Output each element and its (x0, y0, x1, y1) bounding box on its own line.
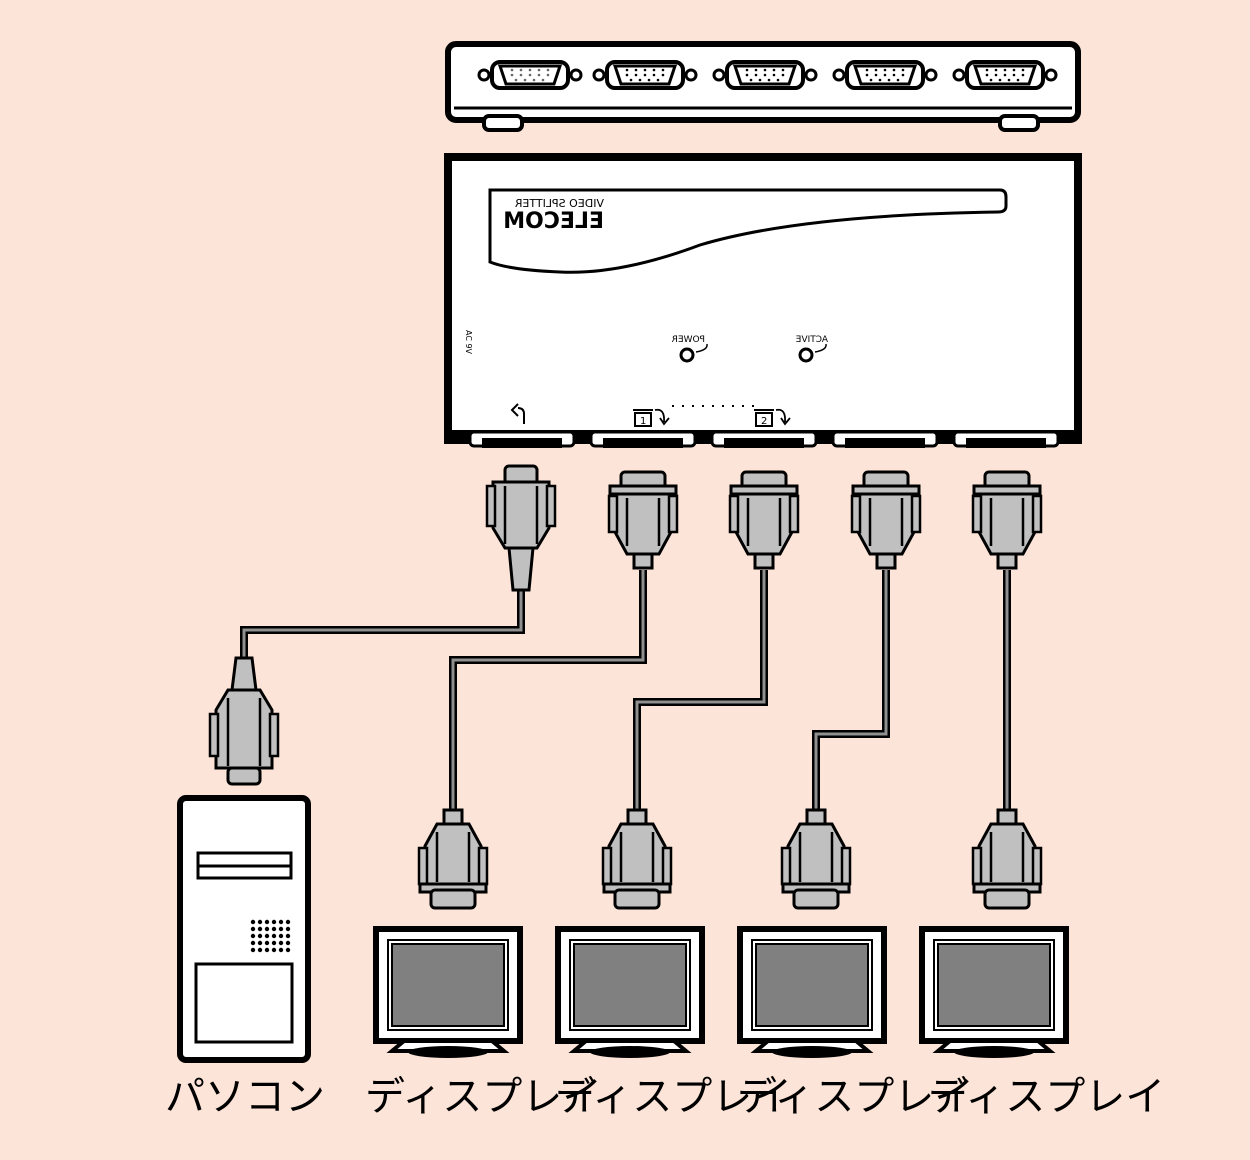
active-label: ACTIVE (795, 335, 828, 345)
crt-monitor-icon (919, 926, 1069, 1058)
input-arrow-icon (510, 403, 525, 424)
display-label-4: ディスプレイ (928, 1074, 1165, 1120)
vga-plug-icon (971, 808, 1043, 910)
brand-logo: ELECOM (503, 209, 604, 234)
vga-plug-icon (607, 470, 679, 570)
product-name: VIDEO SPLITTER (514, 197, 604, 210)
output-2-icon: 2 (754, 408, 791, 427)
vga-port-icon (952, 60, 1058, 90)
svg-text:1: 1 (640, 416, 646, 427)
display-label-1: ディスプレイ (365, 1074, 602, 1120)
cables (240, 570, 1011, 812)
svg-text:2: 2 (761, 416, 767, 427)
vga-cable (449, 570, 647, 812)
crt-monitor-icon (373, 926, 523, 1058)
logo-plate (488, 188, 1008, 274)
active-led-icon (798, 343, 827, 363)
display-label-3: ディスプレイ (737, 1074, 974, 1120)
crt-monitor-icon (555, 926, 705, 1058)
vga-plug-icon (417, 808, 489, 910)
vga-plug-icon (208, 656, 280, 786)
display-label-2: ディスプレイ (555, 1074, 792, 1120)
dc-input-label: AC 9V (464, 330, 473, 355)
vga-cable (812, 570, 890, 812)
vga-plug-icon (601, 808, 673, 910)
vga-plug-icon (971, 470, 1043, 570)
vga-cable (240, 590, 525, 660)
splitter-rear-panel (445, 41, 1081, 132)
vga-port-icon (592, 60, 698, 90)
vga-port-icon (832, 60, 938, 90)
vga-plug-icon (850, 470, 922, 570)
vga-plug-icon (780, 808, 852, 910)
vga-port-icon (477, 60, 583, 90)
pc-label: パソコン (165, 1074, 325, 1120)
power-led-icon (679, 343, 708, 363)
vga-plug-icon (485, 464, 557, 592)
output-1-icon: 1 (633, 408, 670, 427)
connectors (208, 464, 1043, 910)
pc-tower-icon (177, 795, 311, 1063)
crt-monitor-icon (737, 926, 887, 1058)
vga-cable (633, 570, 768, 812)
vga-port-icon (712, 60, 818, 90)
splitter-front-panel: ELECOM VIDEO SPLITTER POWER ACTIVE AC 9V… (444, 153, 1082, 448)
vga-plug-icon (728, 470, 800, 570)
power-label: POWER (672, 335, 705, 345)
